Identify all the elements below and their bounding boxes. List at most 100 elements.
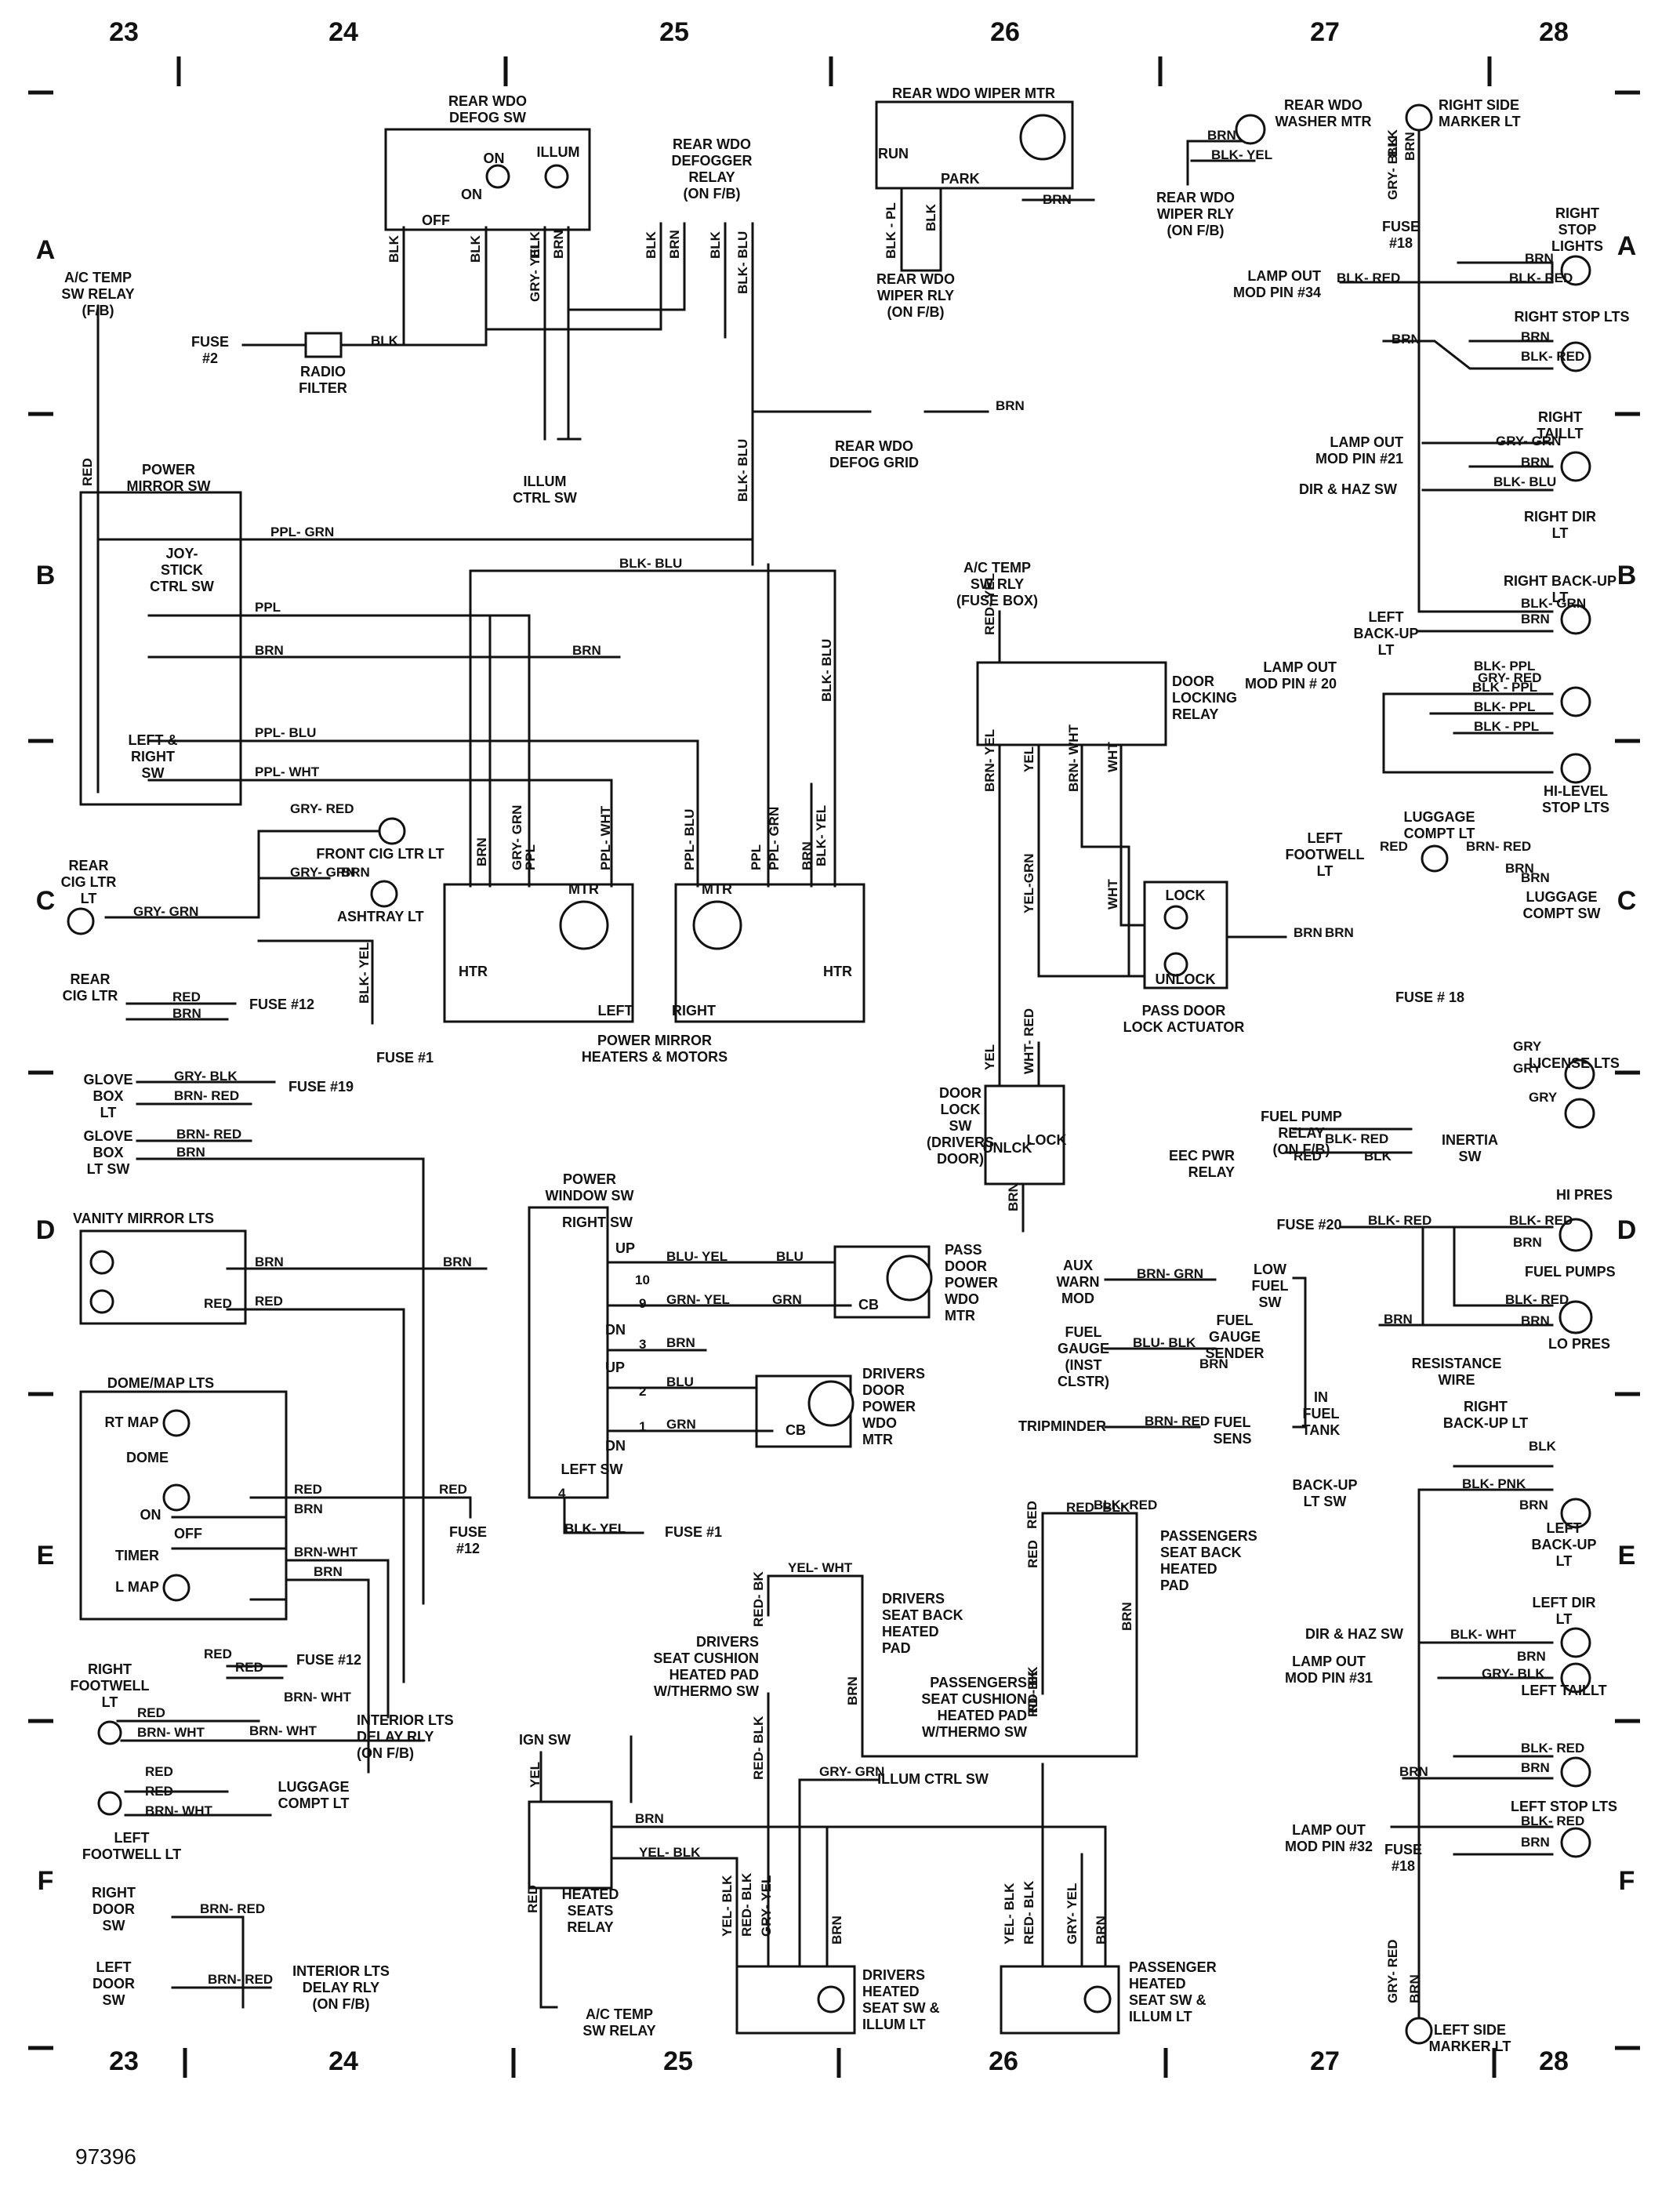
- front-cig-ltr-lamp: [378, 817, 406, 845]
- wire-label-w89: RED: [255, 1294, 283, 1309]
- wire-label-w150: BRN: [829, 1915, 844, 1944]
- wire-label-w14: BRN: [1207, 128, 1236, 143]
- label-fuse-12-2: FUSE#12: [449, 1524, 487, 1556]
- vanity-lamp-1: [89, 1250, 114, 1275]
- wire-label-w143: BRN: [1399, 1764, 1428, 1779]
- wire-label-w7: BLK: [644, 231, 659, 259]
- wire-label-w20: BLK- RED: [1509, 271, 1573, 285]
- right-backup-lamp: [1560, 604, 1591, 635]
- wire-label-w18: BRN: [1402, 132, 1417, 161]
- wire-label-w102: BRN: [1521, 1313, 1550, 1328]
- left-stop-lamp-2: [1560, 1827, 1591, 1858]
- window-switch-pin-numbers: 10 9 3 2 1 4: [558, 1273, 650, 1501]
- wiper-motor: [1019, 114, 1066, 161]
- wire-label-w43: BRN: [1521, 870, 1550, 885]
- wire-label-w155: BRN- RED: [200, 1901, 265, 1916]
- label-rear-wdo-wiper-mtr: REAR WDO WIPER MTR: [892, 85, 1055, 101]
- wire-label-w79: BRN- RED: [174, 1088, 239, 1103]
- label-tripminder: TRIPMINDER: [1018, 1418, 1106, 1434]
- label-left-sw: LEFT SW: [561, 1461, 623, 1477]
- label-fuse-18-bottom: FUSE#18: [1384, 1842, 1422, 1874]
- defog-illum-lamp: [544, 164, 569, 189]
- label-ashtray-lt: ASHTRAY LT: [337, 909, 424, 924]
- lo-pres-pump: [1558, 1300, 1593, 1334]
- wire-label-w131: BRN- WHT: [284, 1690, 352, 1705]
- label-up-2: UP: [605, 1360, 625, 1375]
- label-rt-map: RT MAP: [105, 1414, 159, 1430]
- left-mirror-box: [443, 883, 634, 1023]
- wire-label-w107: BRN- RED: [1145, 1414, 1210, 1429]
- wires: [96, 124, 1554, 2040]
- wire-label-w77: GRY: [1529, 1090, 1558, 1105]
- label-front-cig-ltr-lt: FRONT CIG LTR LT: [316, 846, 444, 862]
- drivers-seat-sw-box: [735, 1965, 856, 2035]
- wire-label-w54: BLK- YEL: [814, 805, 829, 866]
- wire-label-w147: YEL- BLK: [720, 1875, 735, 1937]
- wire-label-w33: PPL- GRN: [270, 525, 334, 539]
- wire-label-w100: BRN: [1513, 1235, 1542, 1250]
- wire-label-w62: BRN: [800, 841, 815, 870]
- rear-wdo-defog-sw-box: [384, 128, 591, 231]
- label-fuse-20: FUSE #20: [1276, 1217, 1341, 1233]
- label-fuse-12-3: FUSE #12: [296, 1652, 361, 1668]
- pin-number: 3: [639, 1337, 646, 1352]
- label-htr-2: HTR: [823, 964, 852, 979]
- wire-label-w154: BRN: [1094, 1915, 1109, 1944]
- drivers-seat-illum: [817, 1985, 845, 2013]
- wire-label-w23: BRN: [1521, 329, 1550, 344]
- wire-label-w26: BRN: [1521, 455, 1550, 470]
- wire-label-w64: YEL: [1021, 746, 1036, 772]
- defog-on-lamp: [485, 164, 510, 189]
- wire-label-w30: BRN: [1521, 612, 1550, 626]
- col-label-top-27: 27: [1310, 17, 1340, 47]
- vanity-lamp-2: [89, 1289, 114, 1314]
- label-lock: LOCK: [1166, 888, 1206, 903]
- grid-frame: 23 24 25 26 27 28 23 24 25 26 27 28: [28, 17, 1640, 2078]
- lock-actuator-box: [1143, 881, 1228, 989]
- wire-label-w142: BRN: [1521, 1760, 1550, 1775]
- wire-label-w42: RED- YEL: [982, 573, 997, 635]
- label-cb-2: CB: [786, 1422, 806, 1438]
- label-park: PARK: [941, 171, 980, 187]
- wire-label-w161: RD- BK: [1025, 1666, 1040, 1713]
- wire-label-w132: BRN- WHT: [137, 1725, 205, 1740]
- drivers-wdo-motor: [807, 1380, 855, 1427]
- rt-map-lamp: [162, 1409, 190, 1437]
- label-on-2: ON: [461, 187, 482, 202]
- wire-label-w78: GRY- BLK: [174, 1069, 238, 1084]
- power-mirror-sw-box: [79, 491, 242, 806]
- wire-label-w86: RED: [1294, 1149, 1322, 1164]
- pin-number: 4: [558, 1486, 566, 1501]
- wire-label-w97: GRN: [666, 1417, 696, 1432]
- luggage-lamp: [1421, 844, 1449, 873]
- col-label-top-26: 26: [990, 17, 1020, 47]
- wire-label-w52: GRY- GRN: [133, 904, 198, 919]
- wire-label-w65: BRN- WHT: [1066, 724, 1081, 792]
- pin-number: 1: [639, 1419, 646, 1434]
- wire-label-w46: BLK - PPL: [1472, 680, 1537, 695]
- row-label-right-e: E: [1618, 1541, 1636, 1570]
- wire-label-w141: BLK- RED: [1521, 1741, 1584, 1756]
